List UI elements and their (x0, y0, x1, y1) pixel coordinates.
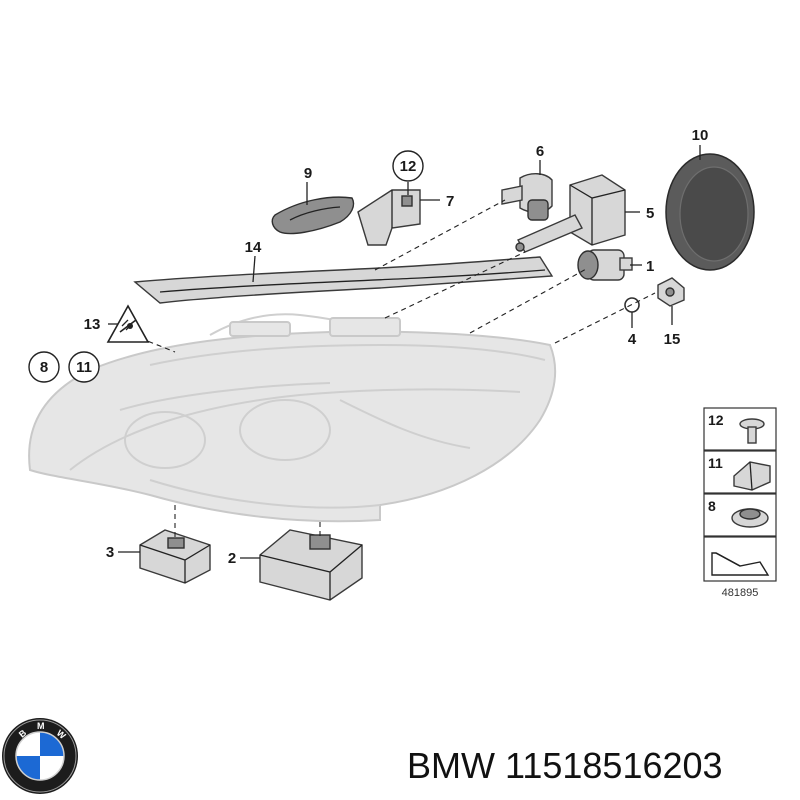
legend-label-8: 8 (708, 498, 716, 514)
label-13: 13 (84, 316, 101, 333)
label-14: 14 (245, 239, 262, 256)
part-3-module (139, 529, 211, 584)
electrical-plug-icon (119, 319, 137, 333)
label-1: 1 (646, 258, 654, 275)
label-10: 10 (692, 127, 709, 144)
circle-label-12-bg (392, 150, 424, 182)
part-15-connector (657, 277, 685, 307)
svg-text:M: M (37, 721, 45, 731)
assembly-dashed-lines (139, 199, 656, 540)
svg-text:B: B (17, 727, 29, 739)
grommet-icon (731, 508, 769, 528)
part-10-cover-cap (665, 153, 755, 271)
part-5-igniter (515, 174, 626, 253)
part-9-bracket (271, 196, 355, 235)
legend-label-12: 12 (708, 412, 724, 428)
part-7-clip (357, 189, 421, 246)
headlight-housing (28, 313, 557, 523)
legend-panel: 12 11 8 481895 (703, 407, 777, 599)
label-3: 3 (106, 544, 114, 561)
diagram-reference-number: 481895 (722, 587, 759, 599)
label-12: 12 (400, 158, 417, 175)
warning-triangle-icon (106, 304, 150, 343)
caption-brand: BMW (407, 745, 495, 786)
label-8: 8 (40, 359, 48, 376)
caption-part-number: 11518516203 (505, 745, 723, 786)
part-1-motor (577, 249, 633, 281)
label-7: 7 (446, 193, 454, 210)
label-4: 4 (628, 331, 637, 348)
arrow-icon (711, 552, 770, 576)
legend-label-11: 11 (708, 455, 723, 471)
label-11: 11 (76, 359, 92, 376)
label-6: 6 (536, 143, 544, 160)
label-9: 9 (304, 165, 312, 182)
part-caption: BMW 11518516203 (407, 738, 792, 794)
clip-icon (733, 461, 771, 491)
part-2-ballast (259, 529, 363, 601)
label-15: 15 (664, 331, 681, 348)
legend-box-12 (703, 407, 777, 451)
screw-icon (739, 418, 765, 444)
part-6-bulb (501, 173, 553, 221)
part-14-seal-strip (133, 256, 554, 304)
label-5: 5 (646, 205, 654, 222)
circle-label-8-bg (28, 351, 60, 383)
circle-label-11-bg (68, 351, 100, 383)
label-2: 2 (228, 550, 236, 567)
bmw-logo: B M W (2, 718, 78, 794)
